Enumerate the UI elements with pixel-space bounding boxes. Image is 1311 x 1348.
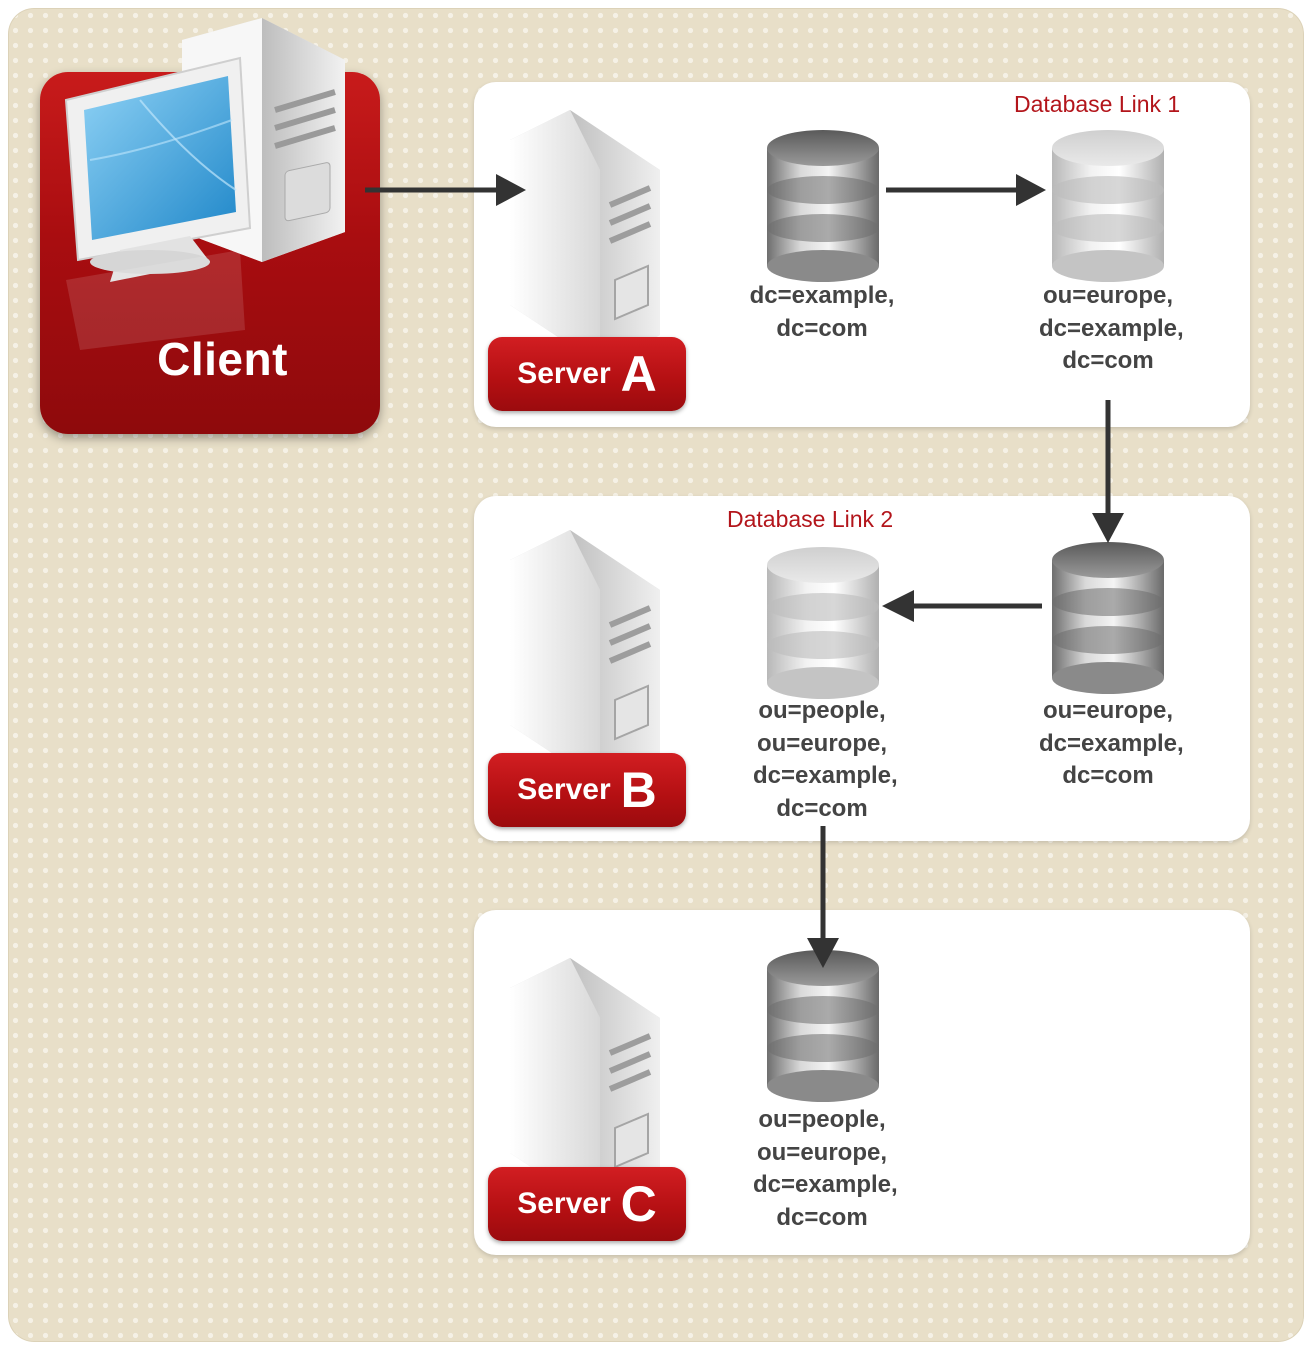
client-label: Client (157, 333, 288, 385)
server-b-db-dn: ou=europe, dc=example, dc=com (1038, 697, 1184, 789)
server-a-word: Server (517, 357, 611, 390)
arrows (365, 174, 1124, 968)
arrowhead-client-to-server-a (496, 174, 526, 206)
arrowhead-link-2-to-server-c (807, 938, 839, 968)
server-b-word: Server (517, 773, 611, 806)
link-1-db-dn: ou=europe, dc=example, dc=com (1038, 282, 1184, 374)
server-c-letter: C (620, 1176, 657, 1232)
server-a-tower-icon (510, 110, 660, 365)
arrowhead-db-to-link-1 (1016, 174, 1046, 206)
server-b-badge: Server B (488, 753, 686, 827)
server-a-badge: Server A (488, 337, 686, 411)
database-icon-server-c-local (767, 950, 879, 1102)
server-c-word: Server (517, 1187, 611, 1220)
database-icon-link-1 (1052, 130, 1164, 282)
client-computer-icon (64, 18, 345, 350)
arrowhead-db-to-link-2 (882, 590, 914, 622)
database-link-2-label: Database Link 2 (727, 506, 894, 532)
database-icon-server-a-local (767, 130, 879, 282)
server-c-db-dn: ou=people, ou=europe, dc=example, dc=com (752, 1106, 898, 1231)
server-a-letter: A (620, 346, 657, 402)
database-icon-server-b-local (1052, 542, 1164, 694)
arrowhead-link-1-to-server-b (1092, 513, 1124, 543)
server-b-letter: B (620, 762, 657, 818)
server-b-tower-icon (510, 530, 660, 785)
server-c-tower-icon (510, 958, 660, 1213)
server-c-badge: Server C (488, 1167, 686, 1241)
link-2-db-dn: ou=people, ou=europe, dc=example, dc=com (752, 697, 898, 822)
database-link-1-label: Database Link 1 (1014, 91, 1181, 117)
database-icon-link-2 (767, 547, 879, 699)
server-a-db-dn: dc=example, dc=com (749, 282, 895, 342)
